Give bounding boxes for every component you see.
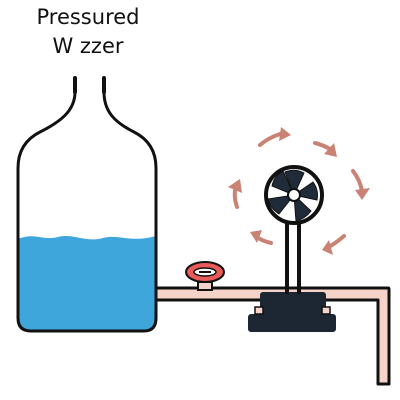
rotation-arrows-icon xyxy=(228,127,370,255)
tank-icon xyxy=(16,76,158,333)
valve-icon xyxy=(185,261,225,291)
pipe-icon xyxy=(154,286,391,386)
turbine-fan-icon xyxy=(264,165,324,294)
title-line-2: W zzer xyxy=(52,34,123,58)
water-icon xyxy=(18,236,156,331)
turbine-base-icon xyxy=(248,292,336,332)
title-line-1: Pressured xyxy=(36,5,139,29)
